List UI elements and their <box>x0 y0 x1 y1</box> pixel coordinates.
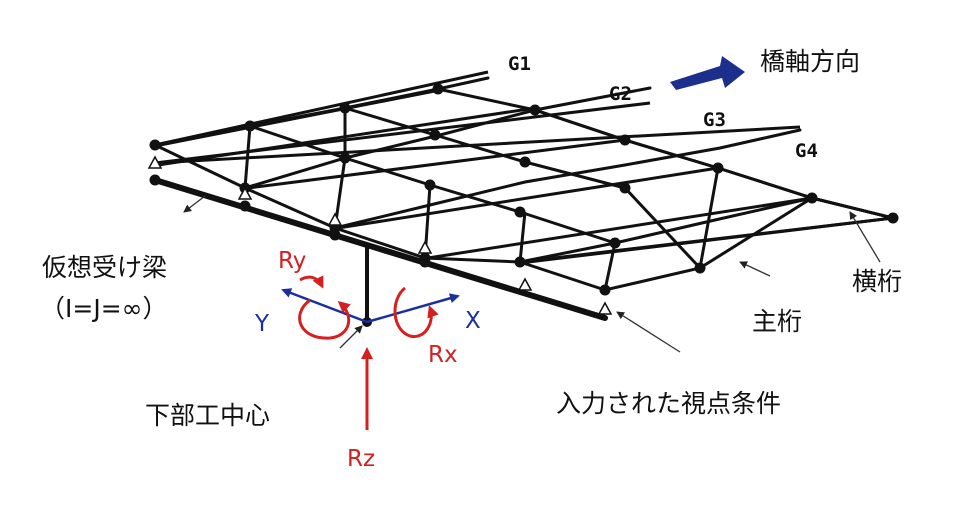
leader-cross-beam <box>849 211 881 263</box>
ry-rotation-arrow <box>298 298 351 340</box>
virtual-receiving-beam <box>152 177 608 321</box>
bridge-axis-label: 橋軸方向 <box>760 47 860 76</box>
grid-extra-lines <box>157 88 894 291</box>
leader-main-girder <box>739 261 771 277</box>
bearing-1 <box>147 155 163 169</box>
main-girder-g4 <box>423 196 895 264</box>
bearing-6 <box>597 301 613 315</box>
rx-rotation-arrow <box>393 286 439 339</box>
bridge-axis-arrow-icon <box>670 56 745 90</box>
leader-substructure <box>339 325 363 349</box>
nodes <box>149 83 899 296</box>
rz-label: Rz <box>347 446 375 472</box>
girder-label-g4: G4 <box>795 140 818 162</box>
girder-label-g1: G1 <box>508 53 531 75</box>
bearing-5 <box>517 277 533 291</box>
input-viewpoint-label: 入力された視点条件 <box>556 389 781 418</box>
x-axis-arrow <box>366 293 460 324</box>
cross-beam-1 <box>153 143 427 260</box>
ry-top-arrow <box>299 275 324 289</box>
rotation-arrows <box>298 275 439 430</box>
leader-lines <box>183 195 881 353</box>
y-axis-label: Y <box>254 311 270 337</box>
virtual-beam-condition-label: （I=J=∞） <box>40 294 167 323</box>
girder-line-g3 <box>154 125 801 165</box>
ry-label: Ry <box>278 248 306 274</box>
bearing-2 <box>237 186 253 200</box>
substructure-center-label: 下部工中心 <box>145 401 270 430</box>
virtual-beam-label: 仮想受け梁 <box>42 253 167 282</box>
rx-label: Rx <box>428 342 458 368</box>
girder-label-g2: G2 <box>609 83 632 105</box>
bearing-3 <box>327 212 343 226</box>
leader-input-viewpoint <box>616 311 681 353</box>
bearing-supports <box>147 155 613 315</box>
y-axis-arrow <box>281 288 368 324</box>
bearing-4 <box>417 240 433 254</box>
main-girder-label: 主桁 <box>752 307 802 336</box>
girder-label-g3: G3 <box>703 109 726 131</box>
leader-virtual-beam <box>183 195 206 213</box>
x-axis-label: X <box>465 308 481 334</box>
front-girder <box>518 196 895 292</box>
cross-beam-label: 横桁 <box>852 267 902 296</box>
